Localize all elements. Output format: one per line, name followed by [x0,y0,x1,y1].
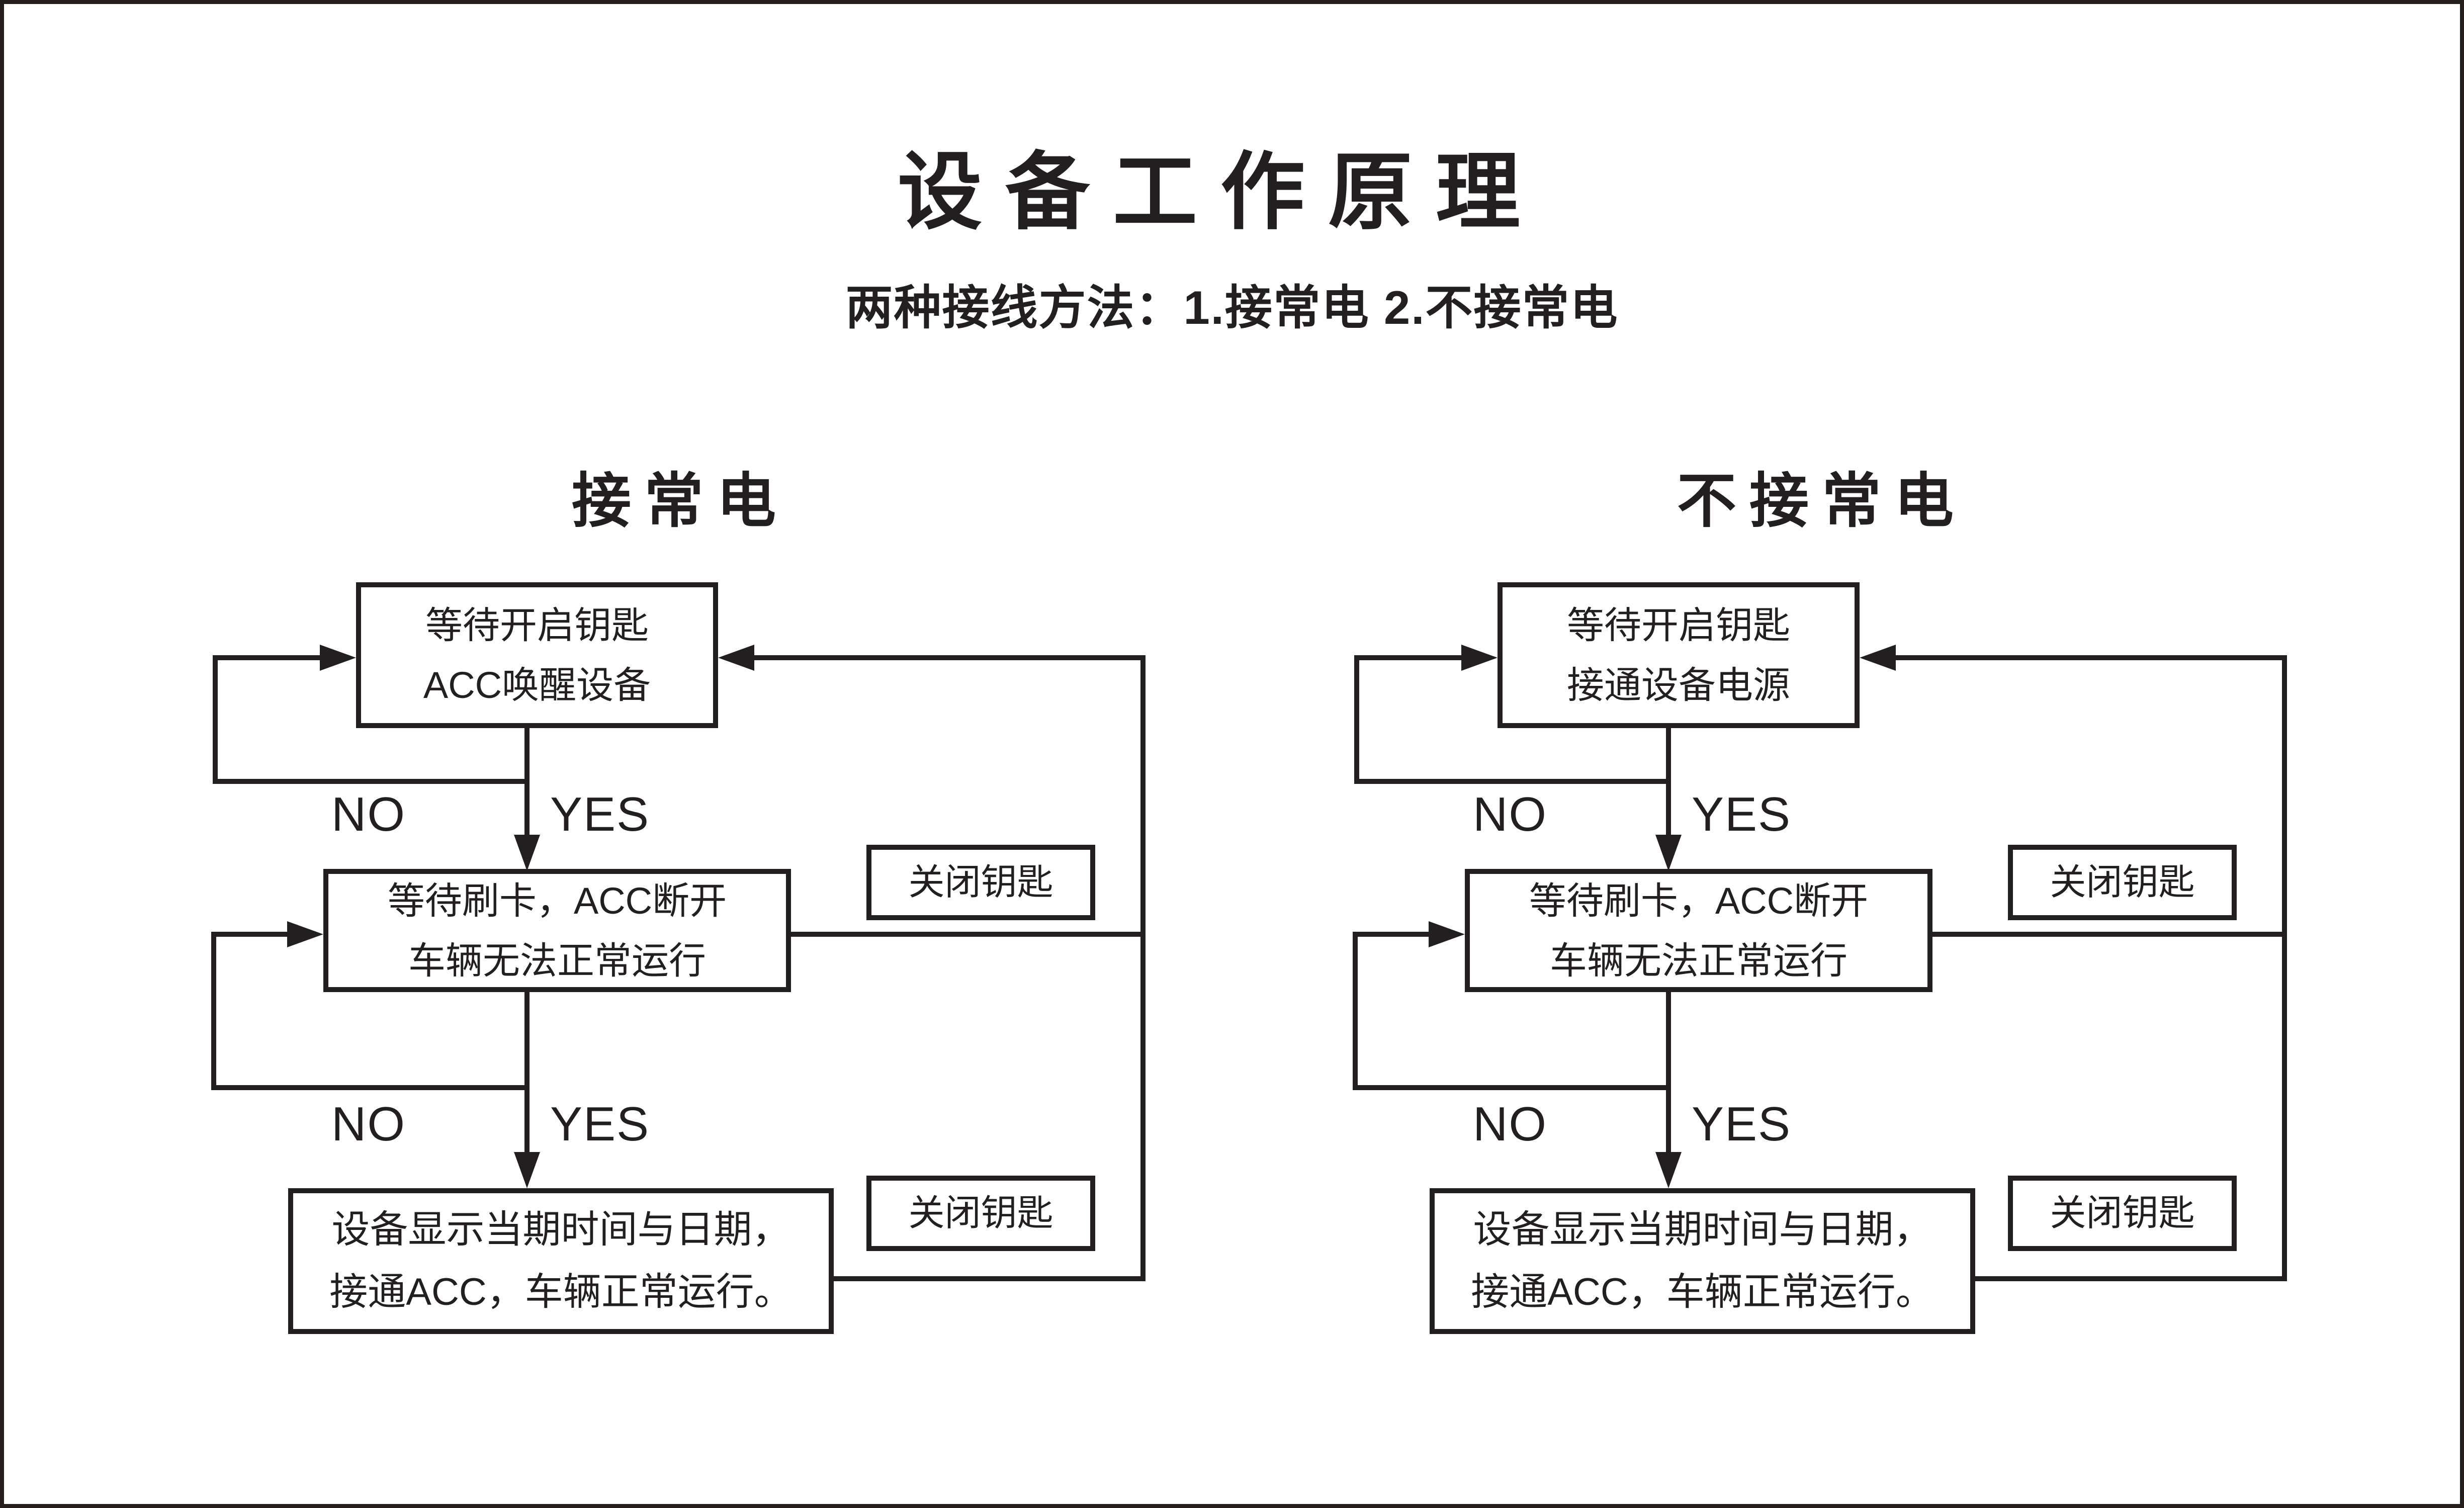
arrowhead-right-icon [1461,645,1498,671]
step-text-line: 车辆无法正常运行 [408,939,706,982]
page-subtitle: 两种接线方法：1.接常电 2.不接常电 [845,281,1619,334]
no-label-1: NO [331,787,406,841]
arrowhead-right-icon [320,645,356,671]
no-loop-2-left-line [1353,932,1358,1090]
yes-label-1: YES [550,787,650,841]
no-loop-1-left-line [213,655,218,784]
no-loop-1-bottom-line [213,779,530,784]
step-normal-operation-box: 设备显示当期时间与日期， 接通ACC，车辆正常运行。 [1430,1188,1975,1334]
page-title: 设备工作原理 [898,145,1543,239]
arrowhead-down-icon [514,835,540,871]
no-label-2: NO [331,1097,406,1151]
no-loop-2-bottom-line [211,1085,530,1090]
no-loop-2-entry-line [211,932,289,937]
step-text-line: 关闭钥匙 [908,862,1053,903]
no-loop-2-entry-line [1353,932,1431,937]
step-wait-swipe-card-box: 等待刷卡，ACC断开 车辆无法正常运行 [1465,869,1932,992]
step-text-line: 设备显示当期时间与日期， [331,1208,790,1251]
step-text-line: 接通设备电源 [1567,664,1790,706]
yes-label-1: YES [1691,787,1792,841]
no-loop-1-left-line [1354,655,1359,784]
step-text-line: 关闭钥匙 [908,1193,1053,1233]
step-text-line: 关闭钥匙 [2050,862,2195,903]
arrowhead-down-icon [1655,1152,1682,1188]
step-text-line: 等待刷卡，ACC断开 [387,879,727,922]
step-wait-key-on-box: 等待开启钥匙 ACC唤醒设备 [356,582,718,728]
step-text-line: ACC唤醒设备 [423,664,651,706]
arrowhead-down-icon [1655,835,1682,871]
return-top-line [1895,655,2287,660]
key-off-line-top [791,932,1146,937]
diagram-header: 不接常电 [1677,468,1967,535]
diagram-header: 接常电 [571,468,789,535]
step-text-line: 等待刷卡，ACC断开 [1529,879,1869,922]
step-wait-key-on-box: 等待开启钥匙 接通设备电源 [1498,582,1860,728]
no-loop-2-bottom-line [1353,1085,1671,1090]
step-text-line: 等待开启钥匙 [425,604,649,646]
key-off-line-bottom [834,1276,1146,1281]
key-off-line-top [1932,932,2287,937]
arrowhead-left-icon [1860,645,1896,671]
close-key-box-bottom: 关闭钥匙 [866,1176,1095,1251]
return-vertical-line [1140,655,1146,1281]
close-key-box-top: 关闭钥匙 [2008,845,2237,920]
arrowhead-right-icon [287,921,323,947]
step-text-line: 接通ACC，车辆正常运行。 [329,1271,793,1313]
flowchart-constant-power: 接常电 等待开启钥匙 ACC唤醒设备 等待刷卡，ACC断开 车辆无法正常运行 设… [180,468,1337,1362]
return-top-line [753,655,1146,660]
no-loop-1-entry-line [1354,655,1465,660]
no-loop-1-bottom-line [1354,779,1671,784]
step-text-line: 车辆无法正常运行 [1550,939,1847,982]
step-normal-operation-box: 设备显示当期时间与日期， 接通ACC，车辆正常运行。 [288,1188,834,1334]
step-text-line: 等待开启钥匙 [1567,604,1790,646]
close-key-box-bottom: 关闭钥匙 [2008,1176,2237,1251]
no-label-2: NO [1473,1097,1547,1151]
yes-label-2: YES [550,1097,650,1151]
step-text-line: 关闭钥匙 [2050,1193,2195,1233]
arrowhead-left-icon [718,645,754,671]
step-text-line: 接通ACC，车辆正常运行。 [1471,1271,1934,1313]
yes-line-2 [524,992,530,1154]
yes-label-2: YES [1691,1097,1792,1151]
return-vertical-line [2282,655,2287,1281]
no-loop-1-entry-line [213,655,323,660]
no-label-1: NO [1473,787,1547,841]
close-key-box-top: 关闭钥匙 [866,845,1095,920]
arrowhead-right-icon [1429,921,1465,947]
step-wait-swipe-card-box: 等待刷卡，ACC断开 车辆无法正常运行 [323,869,791,992]
key-off-line-bottom [1975,1276,2287,1281]
step-text-line: 设备显示当期时间与日期， [1473,1208,1932,1251]
arrowhead-down-icon [514,1152,540,1188]
yes-line-2 [1666,992,1671,1154]
no-loop-2-left-line [211,932,216,1090]
flowchart-no-constant-power: 不接常电 等待开启钥匙 接通设备电源 等待刷卡，ACC断开 车辆无法正常运行 设… [1322,468,2460,1362]
